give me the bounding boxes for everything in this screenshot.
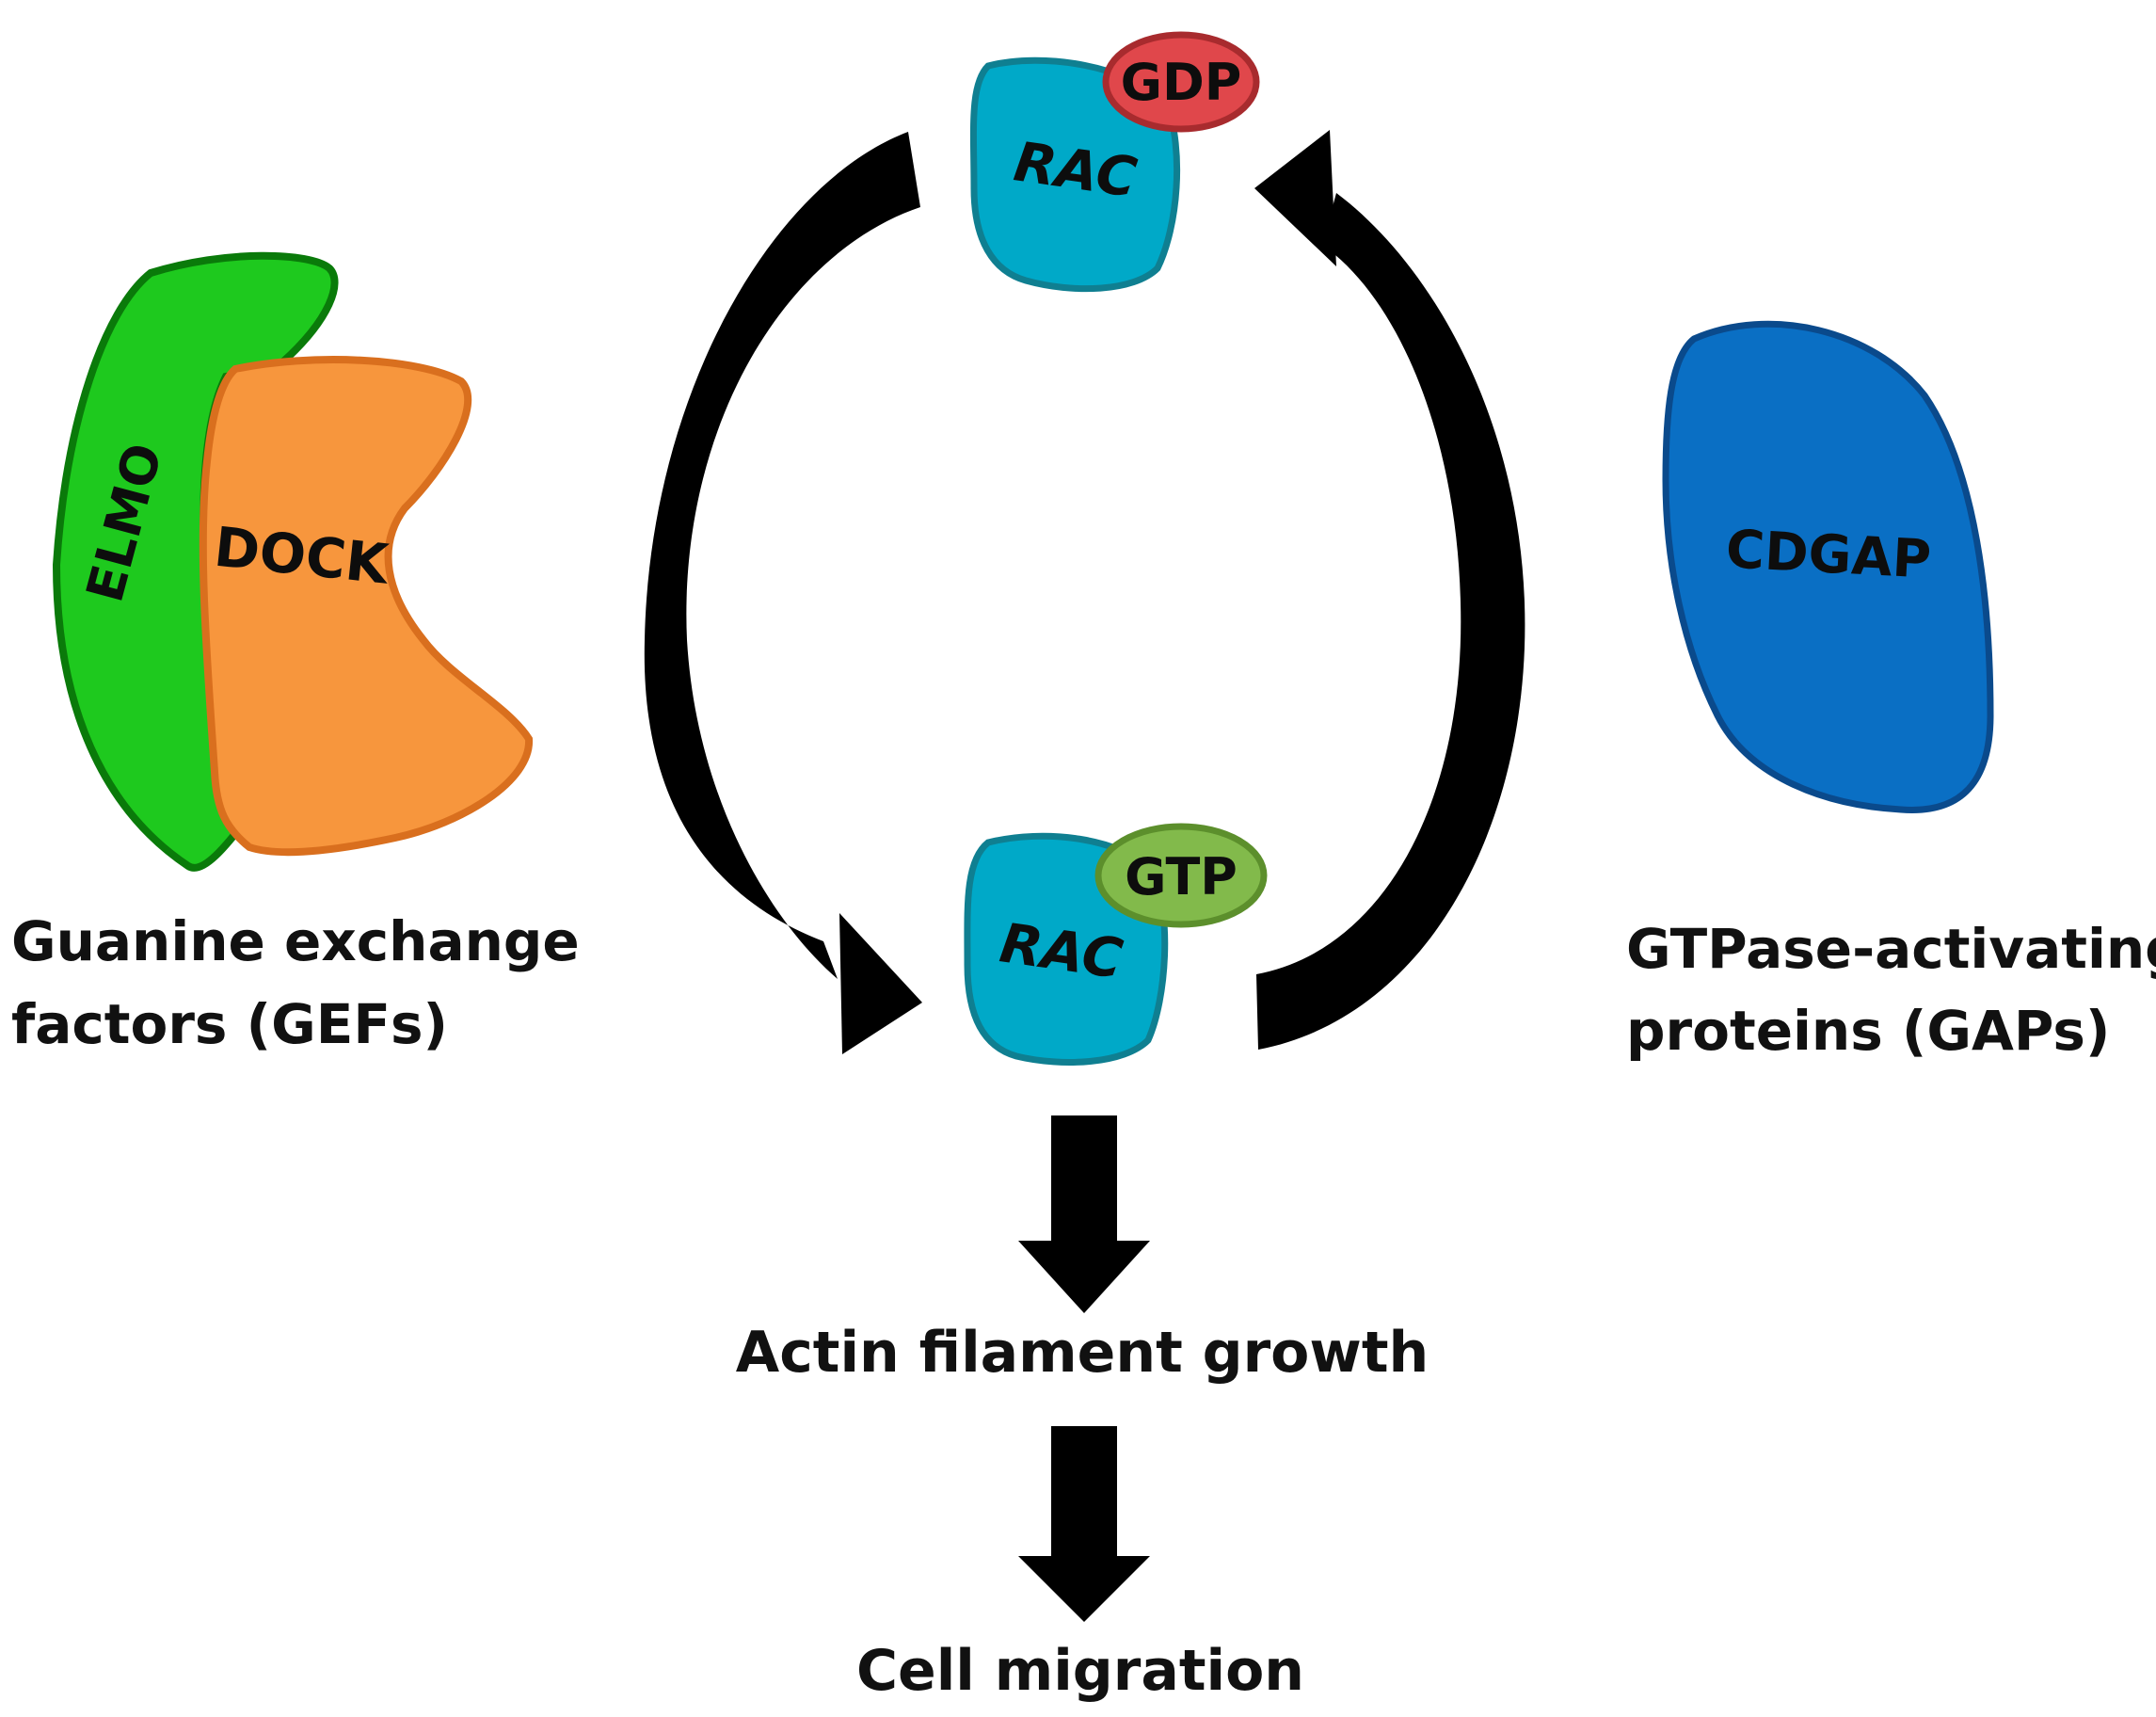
down-arrow-1-shaft: [1051, 1115, 1117, 1243]
cdgap-shape: [1662, 320, 1994, 813]
cdgap-label: CDGAP: [1724, 519, 1932, 590]
cdgap-group: CDGAP: [1662, 320, 1994, 813]
down-arrow-2-head: [1018, 1556, 1150, 1622]
down-arrow-1: [1018, 1115, 1150, 1313]
down-arrow-2-shaft: [1051, 1426, 1117, 1558]
cell-migration-label: Cell migration: [856, 1638, 1304, 1704]
gap-label-line1: GTPase-activating: [1626, 917, 2156, 981]
rac-gtp-complex: RAC GTP: [964, 823, 1268, 1066]
gtp-shape: [1094, 823, 1268, 928]
left-cycle-arrow: [644, 132, 922, 1054]
dock-shape: [199, 356, 534, 857]
gap-label-line2: proteins (GAPs): [1626, 999, 2110, 1063]
right-arrowhead: [1254, 130, 1336, 266]
down-arrow-1-head: [1018, 1241, 1150, 1313]
gtp-label: GTP: [1125, 847, 1238, 907]
gef-label-line1: Guanine exchange: [11, 909, 580, 973]
actin-growth-label: Actin filament growth: [736, 1320, 1429, 1386]
left-arrow-body: [644, 132, 920, 979]
gef-complex: ELMO DOCK: [52, 251, 534, 872]
gdp-label: GDP: [1121, 53, 1242, 112]
rac-gdp-complex: RAC GDP: [969, 31, 1260, 293]
gdp-shape: [1102, 31, 1260, 133]
down-arrow-2: [1018, 1426, 1150, 1622]
right-cycle-arrow: [1254, 130, 1525, 1050]
right-arrow-body: [1256, 193, 1525, 1050]
left-arrowhead: [839, 913, 922, 1054]
gef-label-line2: factors (GEFs): [11, 992, 448, 1056]
